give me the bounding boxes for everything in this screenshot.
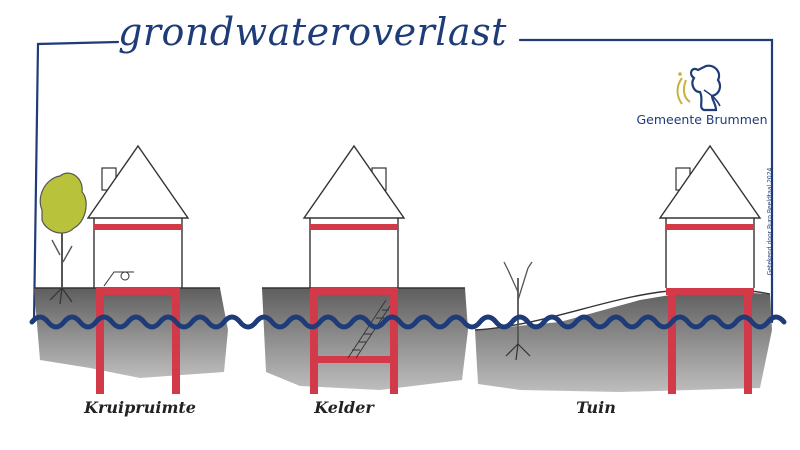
- groundwater-wave: [29, 314, 787, 330]
- page-title: grondwateroverlast: [118, 10, 507, 54]
- panel-label-tuin: Tuin: [576, 398, 616, 417]
- brand-name: Gemeente Brummen: [636, 112, 768, 127]
- panel-label-kruipruimte: Kruipruimte: [84, 398, 196, 417]
- frame-border: [32, 38, 774, 324]
- soil-panel-2: [262, 288, 468, 390]
- soil-panel-1: [34, 288, 228, 378]
- tree-icon: [39, 172, 87, 305]
- sapling-icon: [503, 261, 533, 361]
- house-kruipruimte: [86, 144, 190, 394]
- house-tuin: [658, 144, 762, 394]
- house-kelder: [302, 144, 406, 394]
- panel-label-kelder: Kelder: [314, 398, 374, 417]
- credit-text: Getekend door Buro Beeldtaal 2024: [766, 167, 774, 276]
- gemeente-logo-icon: [676, 64, 722, 112]
- soil-panel-3: [475, 290, 772, 392]
